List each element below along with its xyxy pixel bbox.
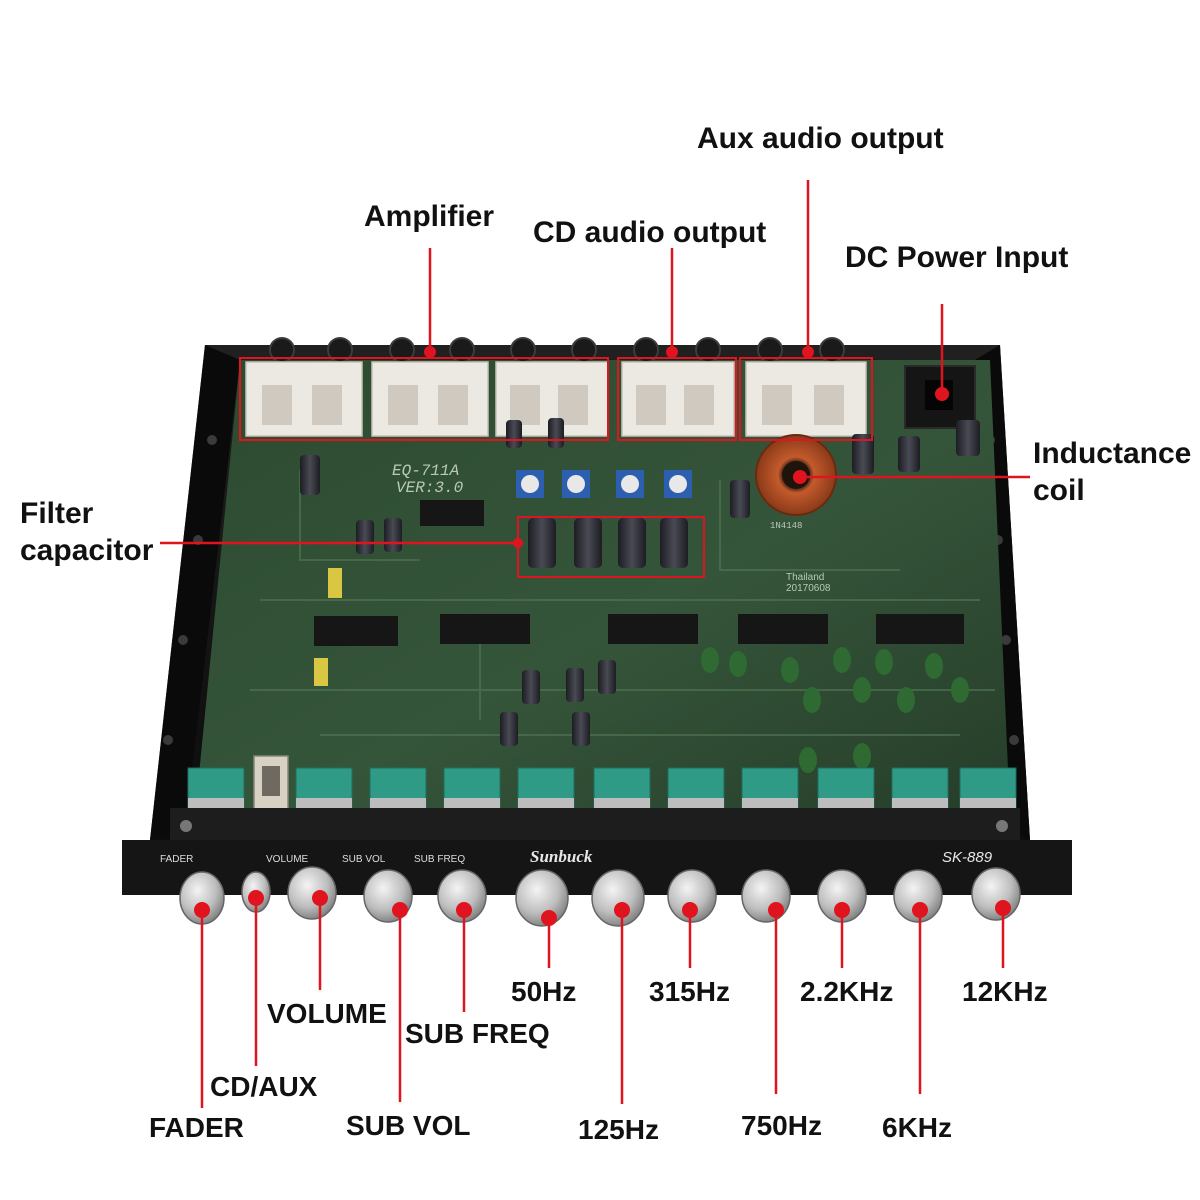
label-fader: FADER <box>149 1112 244 1143</box>
rca-connector-detail <box>262 385 844 425</box>
board-model-print: EQ-711A <box>392 462 459 480</box>
board-version-print: VER:3.0 <box>396 479 464 497</box>
board-date-print: 20170608 <box>786 583 831 594</box>
yellow-capacitors <box>314 568 342 686</box>
label-inductance-coil: Inductance coil <box>1033 436 1191 509</box>
label-volume: VOLUME <box>267 998 387 1029</box>
label-50hz: 50Hz <box>511 976 577 1007</box>
trimmer-pots <box>516 470 692 498</box>
label-12khz: 12KHz <box>962 976 1048 1007</box>
label-6khz: 6KHz <box>882 1112 953 1143</box>
board-diode-print: 1N4148 <box>770 521 802 531</box>
label-filter-capacitor-line1: Filter <box>20 497 94 530</box>
cd-aux-switch-body <box>253 755 289 811</box>
filter-capacitors <box>528 518 688 568</box>
callout-dots <box>194 346 1011 926</box>
silk-label-sub-vol: SUB VOL <box>342 854 386 865</box>
label-dc-power-input: DC Power Input <box>845 241 1069 274</box>
label-filter-capacitor: Filter capacitor <box>20 496 153 569</box>
label-750hz: 750Hz <box>741 1110 822 1141</box>
faceplate-model: SK-889 <box>942 849 993 866</box>
board-silkscreen: EQ-711A VER:3.0 1N4148 Thailand 20170608 <box>392 462 831 594</box>
faceplate-brand: Sunbuck <box>530 847 593 866</box>
label-inductance-coil-line1: Inductance <box>1033 437 1192 470</box>
slider-potentiometers <box>187 767 1017 810</box>
label-inductance-coil-line2: coil <box>1033 473 1085 507</box>
silk-label-fader: FADER <box>160 854 193 865</box>
board-origin-print: Thailand <box>786 572 824 583</box>
label-sub-freq: SUB FREQ <box>405 1018 550 1049</box>
callout-lines <box>160 180 1030 1108</box>
silk-label-sub-freq: SUB FREQ <box>414 854 465 865</box>
label-aux-audio-output: Aux audio output <box>697 122 944 155</box>
ceramic-capacitors <box>701 647 969 773</box>
label-125hz: 125Hz <box>578 1114 659 1145</box>
label-315hz: 315Hz <box>649 976 730 1007</box>
ic-chips <box>314 500 964 646</box>
label-amplifier: Amplifier <box>364 200 495 233</box>
label-cd-aux: CD/AUX <box>210 1071 318 1102</box>
label-sub-vol: SUB VOL <box>346 1110 471 1141</box>
label-2-2khz: 2.2KHz <box>800 976 894 1007</box>
label-cd-audio-output: CD audio output <box>533 216 767 249</box>
label-filter-capacitor-line2: capacitor <box>20 533 154 567</box>
silk-label-volume: VOLUME <box>266 854 309 865</box>
